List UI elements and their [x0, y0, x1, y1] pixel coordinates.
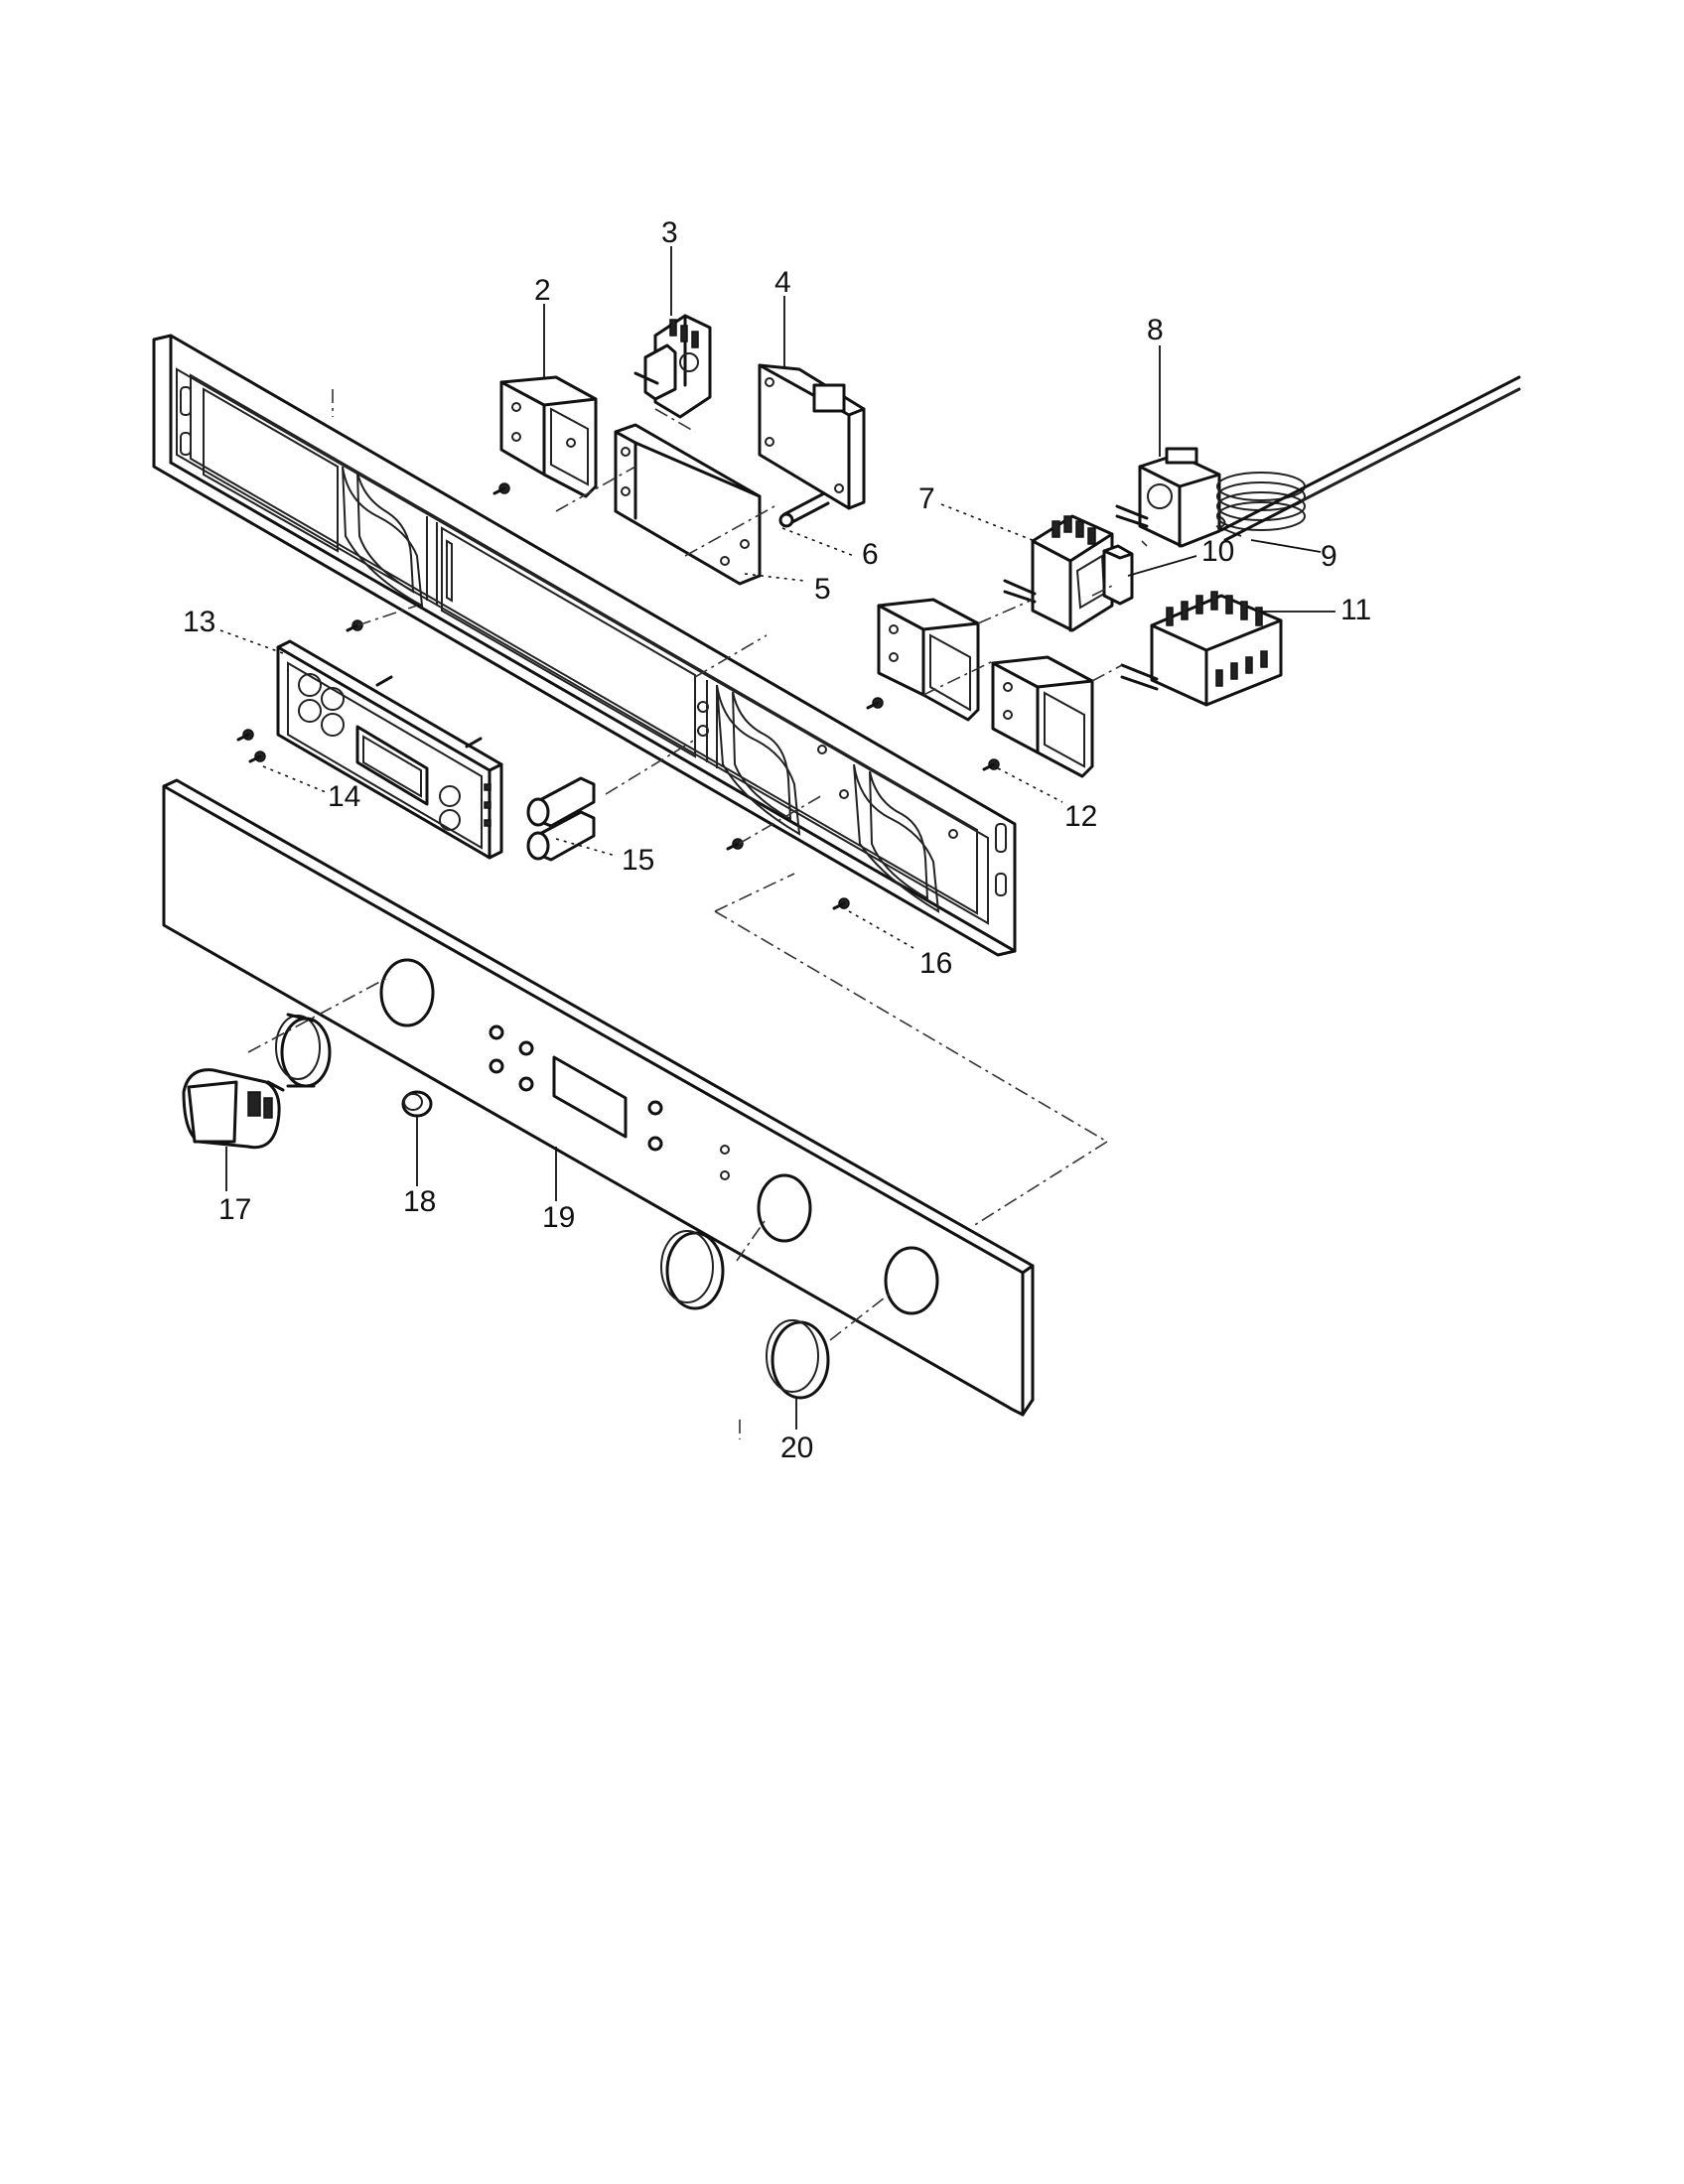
bezel-ring-part-20b	[766, 1319, 830, 1400]
circuit-board-part-4	[758, 363, 866, 510]
callout-13: 13	[183, 606, 215, 638]
bezel-ring	[275, 1013, 332, 1088]
callout-15: 15	[622, 844, 654, 877]
screws	[236, 482, 1000, 910]
callout-10: 10	[1201, 535, 1234, 568]
bracket-part-2	[499, 375, 598, 498]
callout-8: 8	[1147, 314, 1164, 346]
connector-part-6	[778, 491, 830, 528]
indicator-lens-part-18	[401, 1090, 433, 1118]
screw-icon	[346, 619, 363, 632]
bracket-part-12b	[991, 655, 1094, 778]
assembly-lines	[247, 389, 1148, 1439]
callout-12: 12	[1064, 800, 1097, 833]
callout-16: 16	[919, 947, 952, 980]
screw-icon	[726, 838, 744, 851]
callout-5: 5	[814, 573, 831, 606]
callout-3: 3	[661, 216, 678, 249]
thermostat-part-8	[1115, 447, 1221, 548]
screw-icon	[492, 482, 510, 495]
callout-20: 20	[780, 1432, 813, 1464]
callout-4: 4	[774, 266, 791, 299]
back-frame	[152, 334, 1017, 957]
screw-icon	[866, 697, 884, 710]
callout-19: 19	[542, 1201, 575, 1234]
selector-switch-part-11	[1120, 591, 1283, 707]
callout-7: 7	[918, 482, 935, 515]
callout-6: 6	[862, 538, 879, 571]
mounting-plate-part-5	[614, 423, 762, 586]
clip-part-10	[1102, 544, 1134, 606]
timer-module-part-13	[276, 639, 503, 860]
callout-17: 17	[218, 1193, 251, 1226]
screw-icon	[832, 897, 850, 910]
rotary-switch-part-7	[1003, 514, 1114, 632]
screw-icon	[236, 729, 254, 742]
callout-18: 18	[403, 1185, 436, 1218]
leader-lines	[219, 246, 1335, 1430]
fascia-panel-part-19	[162, 778, 1035, 1417]
control-knob-part-17	[182, 1068, 285, 1150]
callout-14: 14	[328, 780, 360, 813]
callout-11: 11	[1340, 594, 1371, 626]
screw-icon	[982, 758, 1000, 771]
callouts: 2 3 4 5 6 7 8 9 10 11 12 13 14 15 16 17 …	[183, 216, 1371, 1464]
capillary-part-9	[1215, 375, 1521, 542]
bezel-ring-part-20a	[660, 1230, 725, 1310]
callout-9: 9	[1321, 540, 1337, 573]
bracket-part-12a	[877, 598, 980, 722]
screw-icon	[248, 751, 266, 763]
callout-2: 2	[534, 274, 551, 307]
push-buttons-part-15	[526, 776, 596, 862]
switch-part-3	[633, 314, 712, 419]
